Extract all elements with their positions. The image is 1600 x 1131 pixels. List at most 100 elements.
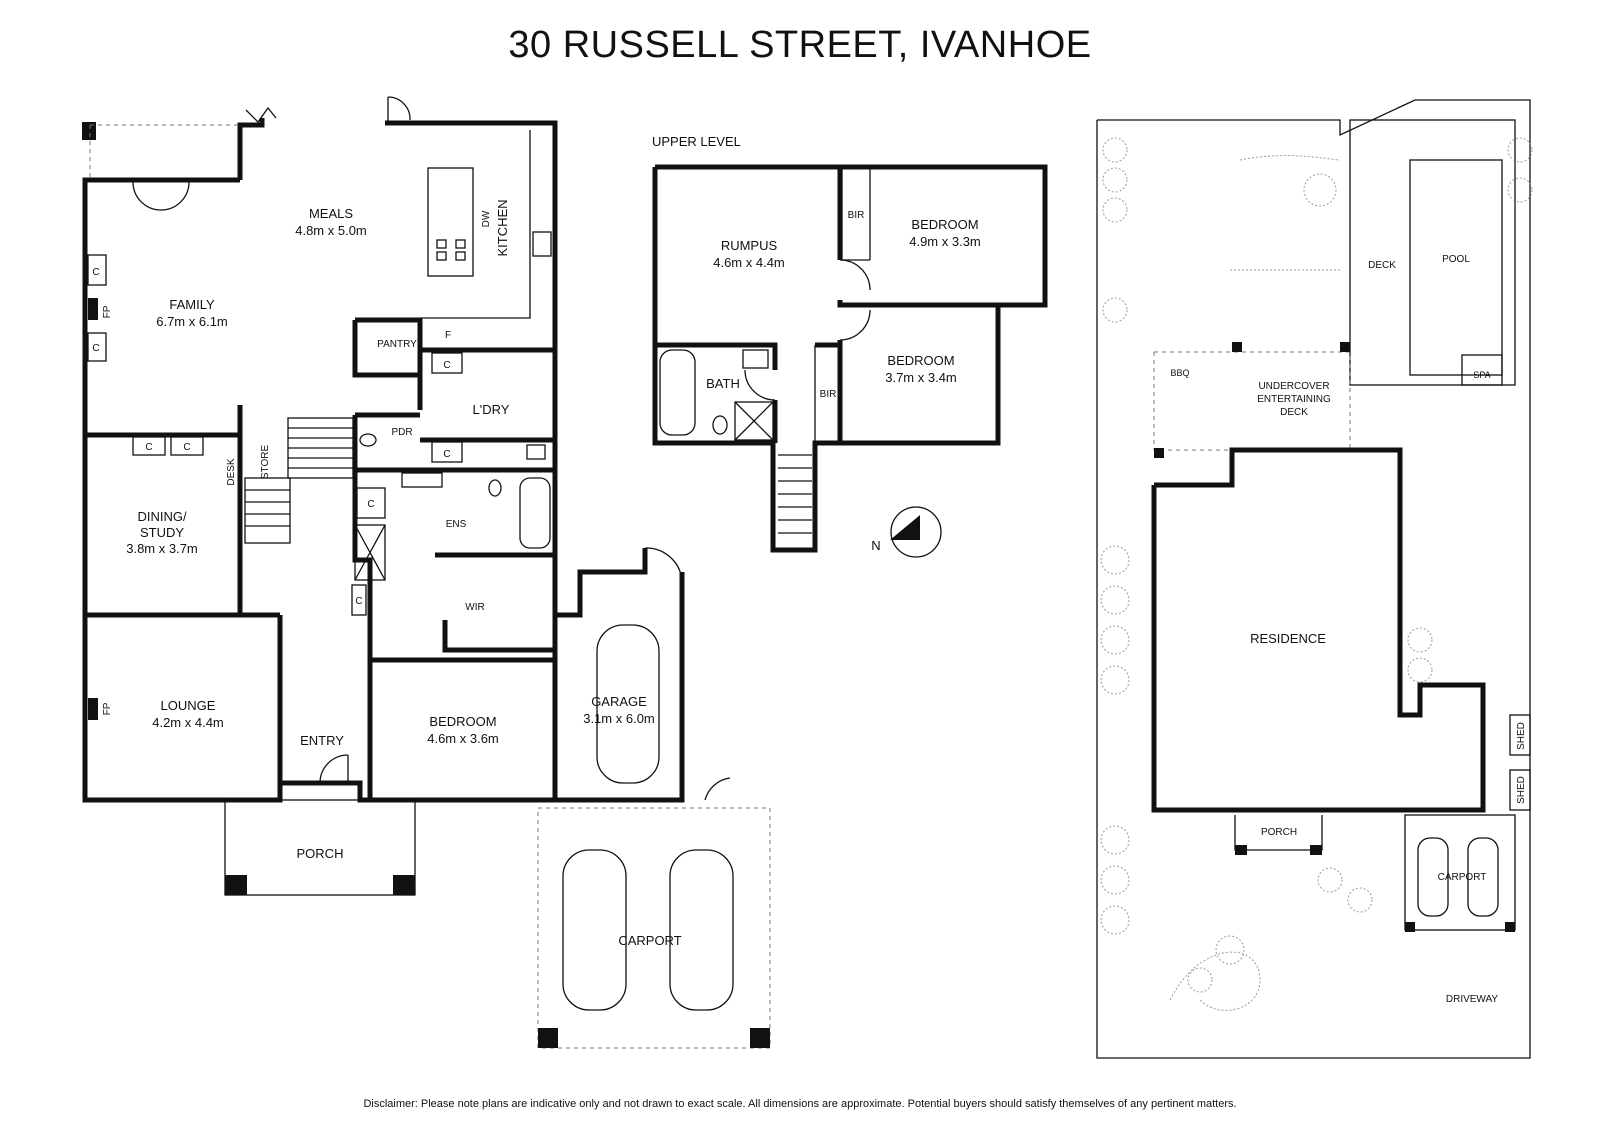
meals-bay-wall xyxy=(237,118,265,180)
pdr-label: PDR xyxy=(391,427,412,438)
carport-car xyxy=(562,849,627,1011)
upper-bath-tub xyxy=(659,349,696,436)
vanity xyxy=(401,472,443,488)
cooktop xyxy=(532,231,552,257)
spa-outline xyxy=(1461,354,1503,386)
upper-stairs xyxy=(778,454,812,534)
upper-vanity xyxy=(742,349,769,369)
bedroom1-label: BEDROOM xyxy=(911,217,978,232)
carport-car xyxy=(669,849,734,1011)
carport-door-arc xyxy=(704,777,731,801)
cupboard-label: C xyxy=(443,449,450,460)
cupboard xyxy=(170,436,204,456)
sink xyxy=(455,239,466,249)
residence-label: RESIDENCE xyxy=(1250,631,1326,646)
compass-circle xyxy=(890,506,942,558)
sink xyxy=(455,251,466,261)
deck-post xyxy=(1154,448,1164,458)
porch-label: PORCH xyxy=(297,846,344,861)
porch-post xyxy=(1310,845,1322,855)
carport-label: CARPORT xyxy=(618,933,681,948)
dishwasher-label: DW xyxy=(481,210,492,227)
column xyxy=(82,122,96,140)
porch-column xyxy=(393,875,415,895)
disclaimer: Disclaimer: Please note plans are indica… xyxy=(363,1098,1237,1110)
site-plan: DECK POOL SPA BBQ UNDERCOVER ENTERTAININ… xyxy=(1096,99,1533,1059)
upper-exterior-wall xyxy=(652,164,1048,553)
kitchen-label: KITCHEN xyxy=(495,199,510,256)
laundry-label: L'DRY xyxy=(473,402,510,417)
garage-car xyxy=(596,624,660,784)
cupboard xyxy=(431,441,463,463)
shed-outline xyxy=(1509,714,1531,756)
garage-top-wall xyxy=(555,548,648,618)
shed-label: SHED xyxy=(1516,776,1527,804)
shed-outline xyxy=(1509,769,1531,811)
garage-label: GARAGE xyxy=(591,694,647,709)
entry-door-arc xyxy=(319,754,349,784)
site-boundary xyxy=(1096,99,1531,1059)
site-carport-label: CARPORT xyxy=(1438,872,1487,883)
driveway-label: DRIVEWAY xyxy=(1446,994,1499,1005)
carport-column xyxy=(538,1028,558,1048)
cupboard-label: C xyxy=(92,267,99,278)
deck-label: DECK xyxy=(1368,260,1396,271)
compass-north-label: N xyxy=(871,538,880,553)
pool-label: POOL xyxy=(1442,254,1470,265)
fireplace xyxy=(88,298,98,320)
cupboard xyxy=(87,254,107,286)
lounge-size: 4.2m x 4.4m xyxy=(152,715,224,730)
bedroom2-size: 3.7m x 3.4m xyxy=(885,370,957,385)
shed-label: SHED xyxy=(1516,722,1527,750)
ensuite-bath xyxy=(519,477,551,549)
cupboard xyxy=(356,487,386,519)
rumpus-size: 4.6m x 4.4m xyxy=(713,255,785,270)
pool-outline xyxy=(1409,159,1503,376)
carport-outline xyxy=(537,807,771,1049)
bedroom-size: 4.6m x 3.6m xyxy=(427,731,499,746)
garage-right-wall xyxy=(555,572,685,803)
pdr-toilet xyxy=(359,433,377,447)
meals-label: MEALS xyxy=(309,206,353,221)
site-car xyxy=(1467,837,1499,917)
bedroom2-label: BEDROOM xyxy=(887,353,954,368)
undercover-label-1: UNDERCOVER xyxy=(1258,381,1329,392)
garage-size: 3.1m x 6.0m xyxy=(583,711,655,726)
porch-column xyxy=(225,875,247,895)
cupboard-label: C xyxy=(92,343,99,354)
compass-arrow xyxy=(890,515,920,540)
cupboard-label: C xyxy=(183,442,190,453)
upper-shower xyxy=(734,401,774,441)
family-size: 6.7m x 6.1m xyxy=(156,314,228,329)
ensuite-shower xyxy=(354,524,386,581)
bir-label: BIR xyxy=(820,389,837,400)
ground-stairs xyxy=(244,417,354,544)
laundry-tub xyxy=(526,444,546,460)
store-label: STORE xyxy=(260,445,271,480)
cupboard xyxy=(431,352,463,374)
upper-wall xyxy=(837,300,998,308)
pantry-label: PANTRY xyxy=(377,339,417,350)
upper-level-label: UPPER LEVEL xyxy=(652,134,741,149)
door-arc xyxy=(839,309,871,341)
sink xyxy=(436,239,447,249)
porch-post xyxy=(1235,845,1247,855)
meals-size: 4.8m x 5.0m xyxy=(295,223,367,238)
deck-post xyxy=(1232,342,1242,352)
door-arc xyxy=(387,96,411,121)
toilet xyxy=(488,479,502,497)
desk-label: DESK xyxy=(226,458,237,486)
site-car xyxy=(1417,837,1449,917)
dining-label-2: STUDY xyxy=(140,525,184,540)
bedroom-label: BEDROOM xyxy=(429,714,496,729)
bedroom1-size: 4.9m x 3.3m xyxy=(909,234,981,249)
upper-toilet xyxy=(712,415,728,435)
carport-post xyxy=(1505,922,1515,932)
bbq-label: BBQ xyxy=(1170,368,1189,378)
ground-floor-plan: MEALS 4.8m x 5.0m KITCHEN DW FAMILY 6.7m… xyxy=(82,96,771,1049)
family-label: FAMILY xyxy=(169,297,215,312)
ens-left xyxy=(352,470,373,660)
cupboard-label: C xyxy=(443,360,450,371)
